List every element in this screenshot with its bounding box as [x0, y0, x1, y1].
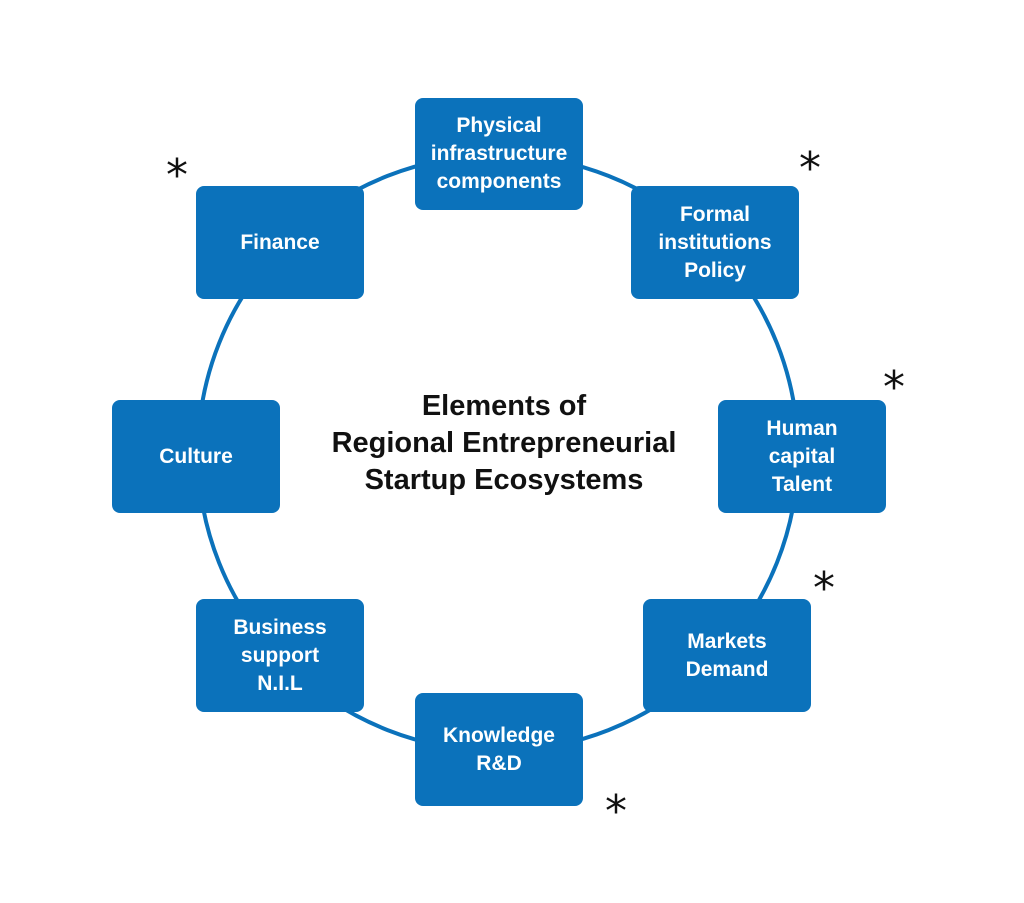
node-physical-infrastructure: Physical infrastructure components — [415, 98, 583, 210]
node-culture: Culture — [112, 400, 280, 513]
node-business-line-2: support — [240, 643, 320, 667]
node-business-line-3: N.I.L — [257, 671, 303, 695]
node-culture-line-1: Culture — [159, 444, 233, 468]
asterisk-marker-human: * — [883, 362, 905, 413]
asterisk-marker-knowledge: * — [605, 786, 627, 837]
node-markets-demand: Markets Demand — [643, 599, 811, 712]
node-markets-line-2: Demand — [685, 657, 769, 681]
node-formal-line-1: Formal — [679, 202, 750, 226]
title-line-3: Startup Ecosystems — [364, 464, 644, 496]
node-physical-line-1: Physical — [456, 114, 542, 137]
node-physical-line-3: components — [436, 170, 562, 193]
asterisk-marker-markets: * — [813, 563, 835, 614]
node-markets-line-1: Markets — [687, 629, 767, 653]
title-line-2: Regional Entrepreneurial — [331, 427, 677, 459]
node-knowledge-line-1: Knowledge — [442, 723, 555, 747]
node-human-line-1: Human — [766, 416, 838, 440]
node-formal-line-3: Policy — [684, 258, 746, 282]
title-line-1: Elements of — [421, 390, 587, 422]
node-human-capital: Human capital Talent — [718, 400, 886, 513]
node-formal-line-2: institutions — [658, 230, 772, 254]
node-finance-line-1: Finance — [240, 230, 320, 254]
node-knowledge-line-2: R&D — [476, 751, 522, 775]
diagram-title: Elements of Regional Entrepreneurial Sta… — [284, 388, 724, 499]
node-business-support: Business support N.I.L — [196, 599, 364, 712]
asterisk-marker-formal: * — [799, 143, 821, 194]
node-knowledge-rnd: Knowledge R&D — [415, 693, 583, 806]
node-human-line-3: Talent — [771, 472, 833, 496]
asterisk-marker-finance: * — [166, 150, 188, 201]
node-business-line-1: Business — [233, 615, 327, 639]
node-formal-institutions: Formal institutions Policy — [631, 186, 799, 299]
node-finance: Finance — [196, 186, 364, 299]
node-human-line-2: capital — [768, 444, 836, 468]
node-physical-line-2: infrastructure — [430, 142, 568, 165]
